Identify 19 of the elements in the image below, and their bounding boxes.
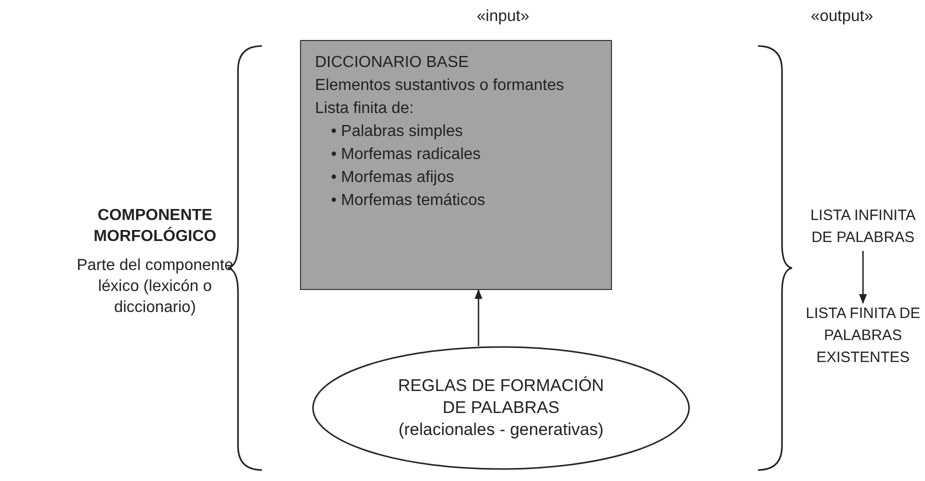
ellipse-text: (relacionales - generativas) bbox=[397, 419, 605, 441]
list-item: • Morfemas radicales bbox=[330, 145, 482, 165]
component-heading: COMPONENTE MORFOLÓGICO bbox=[92, 206, 218, 247]
list-label: LISTA INFINITA DE PALABRAS bbox=[809, 206, 917, 248]
stereotype-label: «output» bbox=[810, 7, 874, 27]
stereotype-label: «input» bbox=[476, 7, 530, 27]
dictionary-box bbox=[300, 40, 612, 290]
component-description: Parte del componente léxico (lexicón o diccionario) bbox=[76, 256, 234, 318]
arrow bbox=[859, 251, 867, 304]
list-item: • Morfemas afijos bbox=[330, 168, 455, 188]
list-label: LISTA FINITA DE PALABRAS EXISTENTES bbox=[804, 304, 922, 368]
box-text: DICCIONARIO BASE bbox=[315, 53, 470, 73]
list-item: • Morfemas temáticos bbox=[330, 191, 486, 211]
box-text: Lista finita de: bbox=[315, 99, 415, 119]
ellipse-text: REGLAS DE FORMACIÓN DE PALABRAS bbox=[397, 375, 605, 419]
rule-ellipse bbox=[312, 346, 690, 470]
box-text: Elementos sustantivos o formantes bbox=[315, 76, 566, 96]
list-item: • Palabras simples bbox=[330, 122, 464, 142]
arrow bbox=[474, 289, 482, 346]
